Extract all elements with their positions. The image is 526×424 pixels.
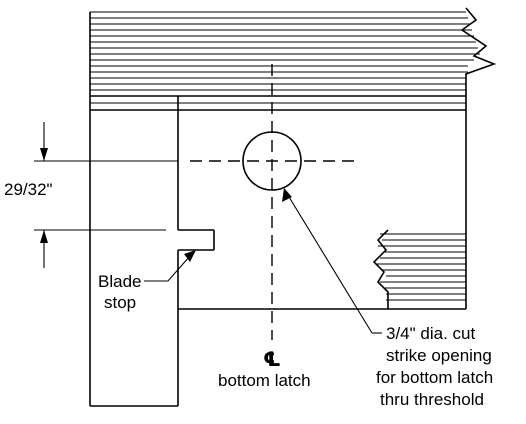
blade-stop-label-line1: Blade xyxy=(98,272,141,291)
hole-note-line4: thru threshold xyxy=(380,390,484,409)
hole-note-line3: for bottom latch xyxy=(376,368,493,387)
hole-note-leader xyxy=(282,188,382,334)
hole-note-line1: 3/4" dia. cut xyxy=(386,324,475,343)
centerline-symbol: ℄ xyxy=(263,349,281,371)
hole-note-line2: strike opening xyxy=(386,346,492,365)
centerline-label: bottom latch xyxy=(218,371,311,390)
dimension-label: 29/32" xyxy=(4,180,53,199)
blade-stop-label-line2: stop xyxy=(104,293,136,312)
dimension-29-32 xyxy=(34,122,178,268)
threshold-hatching xyxy=(90,7,497,111)
blade-stile xyxy=(89,12,179,407)
blade-stop-notch xyxy=(178,229,215,251)
threshold-body-outline xyxy=(178,110,467,310)
lower-break-hatching xyxy=(372,229,467,310)
blade-stop-leader xyxy=(144,250,196,282)
